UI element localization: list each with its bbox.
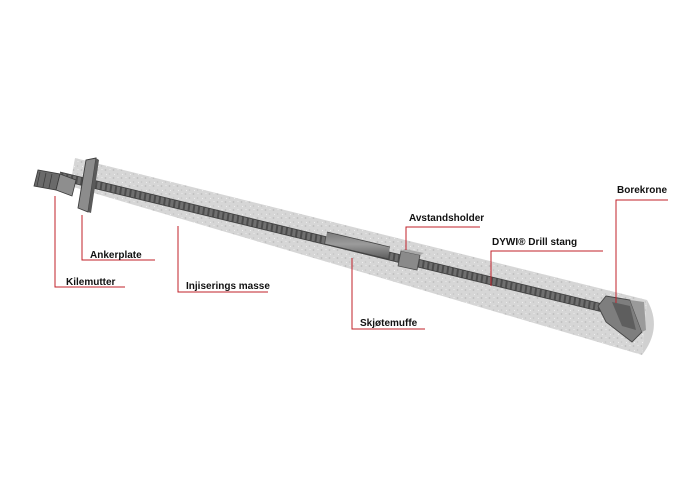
drill-bit	[597, 295, 646, 343]
label-injiserings-masse: Injiserings masse	[186, 281, 270, 292]
label-borekrone: Borekrone	[617, 185, 668, 196]
label-kilemutter: Kilemutter	[66, 277, 116, 288]
leader-kilemutter	[54, 196, 125, 288]
spacer	[397, 249, 424, 271]
label-ankerplate: Ankerplate	[90, 250, 142, 261]
coupler-sleeve	[324, 231, 391, 260]
wedge-nut	[33, 169, 77, 197]
leader-skjotemuffe	[351, 258, 425, 330]
leader-borekrone	[615, 199, 668, 303]
leader-drill-stang	[490, 250, 603, 286]
anchor-plate	[77, 157, 99, 213]
grout-column	[70, 158, 654, 355]
label-drill-stang: DYWI® Drill stang	[492, 237, 578, 248]
leader-injiserings-masse	[177, 226, 268, 293]
leader-avstandsholder	[405, 226, 480, 250]
label-skjotemuffe: Skjøtemuffe	[360, 318, 418, 329]
label-avstandsholder: Avstandsholder	[409, 213, 485, 224]
leader-ankerplate	[81, 215, 155, 261]
